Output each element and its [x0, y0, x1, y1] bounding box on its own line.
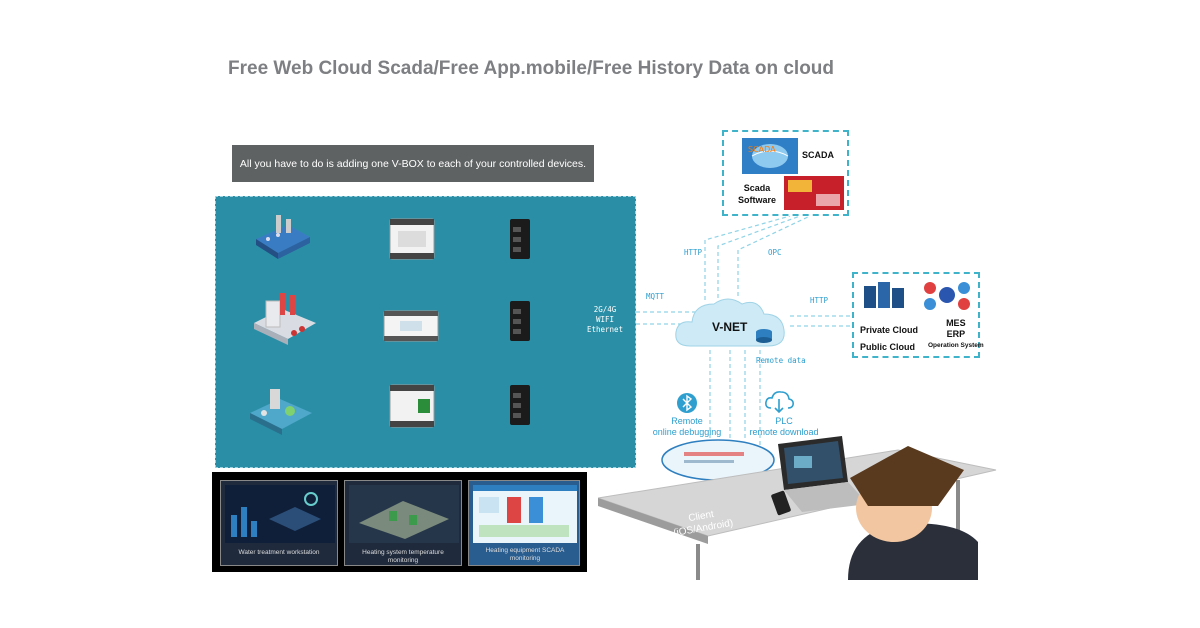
plc-download-line2: remote download [749, 427, 819, 437]
software-box-icon [784, 176, 844, 210]
client-desk-scene [598, 436, 997, 580]
remote-debug-line1: Remote [671, 416, 703, 426]
phone-icon [771, 490, 791, 516]
screenshot-heating-scada: Heating equipment SCADA monitoring [468, 480, 580, 566]
connectivity-2g4g: 2G/4G [593, 305, 617, 314]
scada-software-label: Scada Software [738, 182, 776, 206]
scada-globe-icon: SCADA [742, 138, 798, 174]
vbox-device-icon [510, 219, 530, 259]
cloud-mes-box: Private Cloud Public Cloud MES ERP Opera… [852, 272, 984, 358]
public-cloud-label: Public Cloud [860, 342, 915, 352]
scada-box: SCADA SCADA Scada Software [722, 130, 849, 216]
plc-controller-icon [383, 310, 439, 342]
vbox-device-icon [510, 385, 530, 425]
power-plant-icon [254, 293, 316, 345]
scada-software-line2: Software [738, 195, 777, 205]
laptop-base [784, 482, 868, 512]
screenshot-water-treatment: Water treatment workstation [220, 480, 338, 566]
remote-debug-line2: online debugging [652, 427, 722, 437]
plc-download-label: PLC remote download [746, 416, 822, 438]
plc-controller-icon [389, 384, 435, 428]
factory-icon [256, 215, 310, 259]
page-title: Free Web Cloud Scada/Free App.mobile/Fre… [228, 58, 835, 79]
water-treatment-icon [250, 389, 312, 435]
caption-scada: Heating equipment SCADA monitoring [471, 547, 579, 563]
caption-heating: Heating system temperature monitoring [362, 549, 444, 564]
screenshot-strip: Water treatment workstation Heating syst… [212, 472, 587, 572]
plc-controller-icon [389, 218, 435, 260]
heating-thumbnail [349, 485, 459, 543]
device-panel: 2G/4G WIFI Ethernet [215, 196, 636, 468]
remote-data-label: Remote data [756, 356, 806, 365]
scada-software-line1: Scada [743, 183, 771, 193]
person-hat [850, 446, 964, 506]
http-label-top: HTTP [684, 248, 703, 257]
vbox-device-icon [510, 301, 530, 341]
caption-scada-line2: monitoring [509, 555, 541, 562]
connectivity-labels: 2G/4G WIFI Ethernet [582, 305, 628, 335]
cloud-name: V-NET [712, 320, 748, 334]
svg-text:SCADA: SCADA [748, 145, 776, 154]
network-hex-icon [924, 282, 970, 310]
cloud-labels: Private Cloud Public Cloud [860, 322, 918, 356]
caption-scada-line1: Heating equipment SCADA [485, 547, 565, 554]
dashboard-thumbnail [225, 485, 335, 543]
mqtt-label: MQTT [646, 292, 665, 301]
remote-debug-label: Remote online debugging [640, 416, 734, 438]
ops-label: Operation System [928, 342, 984, 349]
scada-thumbnail [473, 485, 577, 543]
plc-download-line1: PLC [775, 416, 793, 426]
connectivity-ethernet: Ethernet [586, 325, 624, 334]
erp-label: ERP [946, 329, 966, 339]
http-label-right: HTTP [810, 296, 829, 305]
mes-labels: MES ERP Operation System [928, 318, 984, 351]
caption-water: Water treatment workstation [238, 549, 320, 556]
screenshot-heating-temp: Heating system temperature monitoring [344, 480, 462, 566]
cloud-download-icon [765, 391, 794, 414]
server-rack-icon [864, 282, 904, 308]
connectivity-wifi: WIFI [595, 315, 615, 324]
bluetooth-icon [677, 393, 697, 413]
cloud-icon [675, 298, 785, 347]
mes-label: MES [946, 318, 966, 328]
scada-title: SCADA [802, 150, 835, 160]
private-cloud-label: Private Cloud [860, 325, 919, 335]
instruction-text: All you have to do is adding one V-BOX t… [239, 157, 587, 170]
opc-label: OPC [768, 248, 782, 257]
instruction-banner: All you have to do is adding one V-BOX t… [232, 145, 594, 182]
